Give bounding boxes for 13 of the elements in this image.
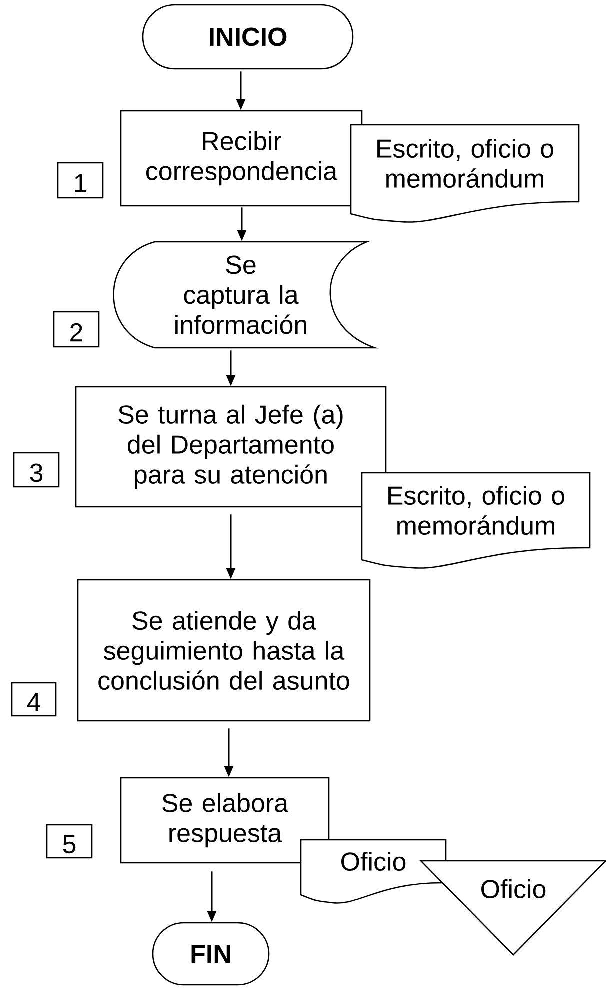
process-box: Se elabora respuesta — [120, 777, 330, 864]
end-terminal: FIN — [152, 922, 270, 986]
step-number: 2 — [53, 311, 100, 348]
start-terminal: INICIO — [142, 4, 354, 70]
node-label: Escrito, oficio o memorándum — [388, 486, 564, 536]
step-number: 1 — [57, 162, 104, 199]
step-number: 4 — [11, 682, 57, 717]
process-box: Se atiende y da seguimiento hasta la conclusión del asunto — [77, 579, 371, 722]
step-number: 5 — [46, 824, 93, 859]
node-label: Oficio — [482, 879, 546, 899]
process-box: Recibir correspondencia — [120, 110, 363, 207]
process-box: Se turna al Jefe (a) del Departamento para su atención — [75, 386, 387, 508]
step-number: 3 — [13, 452, 60, 488]
